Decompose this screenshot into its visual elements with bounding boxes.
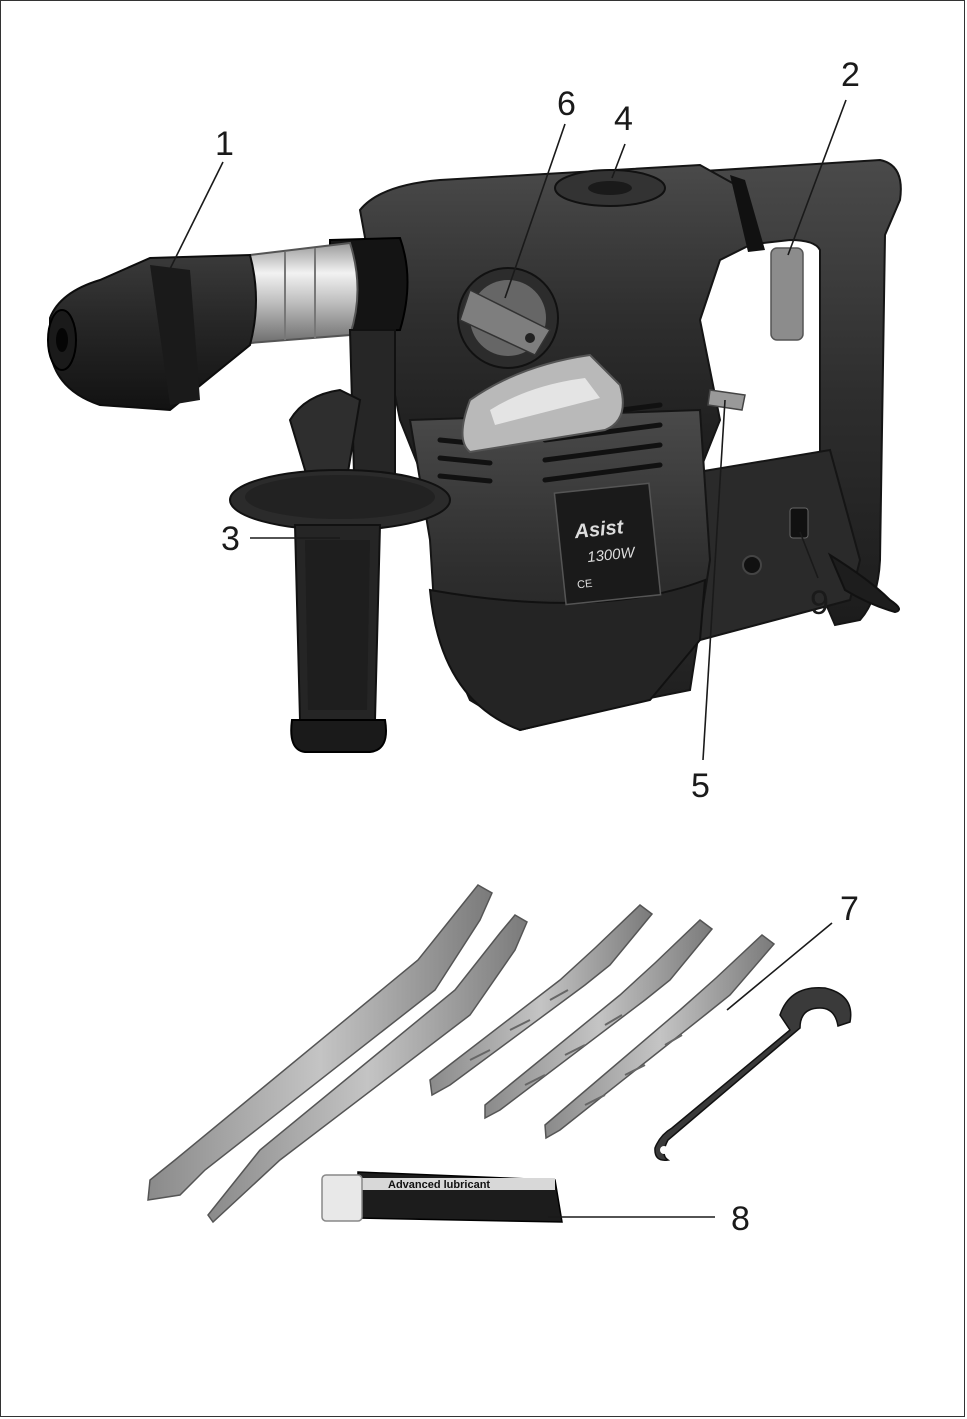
callout-3: 3 bbox=[221, 520, 240, 558]
side-trim-inner bbox=[490, 378, 600, 425]
drill-bit-medium bbox=[484, 919, 714, 1120]
callout-labels: 1 2 3 4 5 6 7 8 9 bbox=[215, 56, 860, 1238]
callout-5: 5 bbox=[691, 767, 710, 805]
accessories: Advanced lubricant bbox=[147, 884, 852, 1224]
leader-6 bbox=[504, 123, 566, 299]
flat-chisel bbox=[147, 884, 493, 1201]
leader-2 bbox=[787, 99, 847, 256]
leader-1 bbox=[166, 161, 224, 276]
trigger-hook bbox=[827, 552, 900, 614]
leader-9 bbox=[799, 531, 819, 579]
leader-5 bbox=[702, 399, 726, 761]
chuck-bore bbox=[56, 328, 68, 352]
callout-9: 9 bbox=[810, 584, 829, 622]
lubricant-label: Advanced lubricant bbox=[388, 1179, 490, 1191]
leader-4 bbox=[611, 143, 626, 179]
speed-regulator-wheel bbox=[789, 507, 809, 539]
ce-mark: CE bbox=[577, 578, 593, 592]
callout-4: 4 bbox=[614, 100, 633, 138]
auxiliary-handle bbox=[229, 329, 451, 753]
tool-chuck bbox=[49, 253, 257, 412]
pin-wrench bbox=[654, 987, 852, 1161]
callout-8: 8 bbox=[731, 1200, 750, 1238]
depth-gauge-stop bbox=[707, 389, 746, 411]
brand-logo: Asist bbox=[572, 516, 625, 543]
drill-flutes bbox=[469, 989, 683, 1106]
lubricant-tube: Advanced lubricant bbox=[321, 1171, 563, 1223]
drill-bit-large bbox=[429, 904, 654, 1097]
top-vent-center bbox=[588, 181, 632, 195]
callout-2: 2 bbox=[841, 56, 860, 94]
on-off-trigger bbox=[770, 247, 804, 341]
power-rating: 1300W bbox=[586, 544, 637, 566]
rating-plate: Asist 1300W CE bbox=[553, 482, 662, 606]
side-bolt bbox=[742, 555, 762, 575]
callout-7: 7 bbox=[840, 890, 859, 928]
callout-1: 1 bbox=[215, 125, 234, 163]
pointed-chisel bbox=[207, 914, 528, 1224]
chuck-grip-rib bbox=[150, 265, 200, 405]
motor-bottom-cap bbox=[428, 578, 707, 732]
hammer-drill: Asist 1300W CE bbox=[47, 158, 902, 753]
callout-6: 6 bbox=[557, 85, 576, 123]
mode-selector-knob bbox=[457, 267, 559, 369]
leader-7 bbox=[726, 922, 833, 1011]
drill-bit-small bbox=[544, 934, 776, 1140]
housing-band bbox=[730, 175, 765, 252]
chrome-collar bbox=[243, 241, 359, 345]
leader-lines bbox=[166, 99, 847, 1218]
